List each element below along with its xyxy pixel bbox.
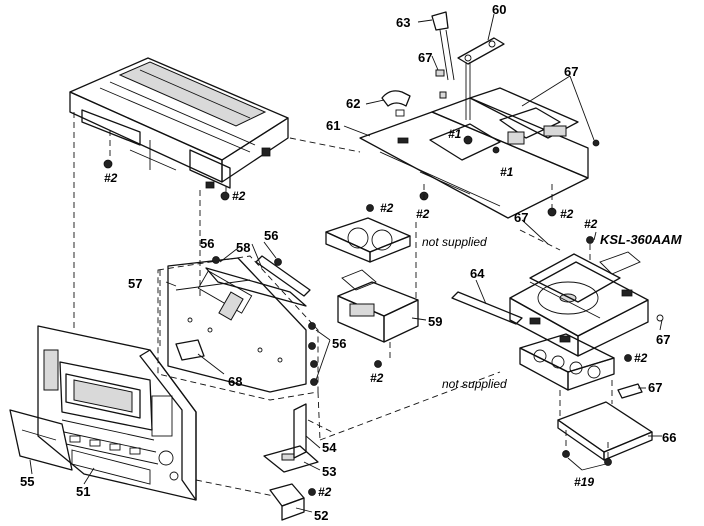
screw-label: #1: [448, 127, 462, 141]
screw: [103, 159, 113, 169]
screw-label: #2: [560, 207, 574, 221]
callout-56: 56: [264, 228, 278, 243]
screw-label: #1: [500, 165, 514, 179]
screw: [366, 204, 374, 212]
callout-55: 55: [20, 474, 34, 489]
part-67-clip: [656, 314, 664, 322]
screw-label: #2: [370, 371, 384, 385]
callout-67: 67: [648, 380, 662, 395]
callout-51: 51: [76, 484, 90, 499]
part-52-bracket: [269, 483, 305, 521]
screw: [624, 354, 632, 362]
part-58-bar: [205, 267, 307, 307]
callout-58-visible: 58: [236, 240, 250, 255]
part-60-bracket: [457, 37, 505, 120]
callout-63: 63: [396, 15, 410, 30]
cd-bracket-lower: [519, 333, 615, 391]
callout-57: 57: [128, 276, 142, 291]
callout-67: 67: [656, 332, 670, 347]
leader-lines: [29, 13, 663, 513]
screw-label: #2: [584, 217, 598, 231]
screws-56: [212, 256, 318, 386]
part-59-holder: [337, 269, 419, 343]
callout-56: 56: [200, 236, 214, 251]
callout-66: 66: [662, 430, 676, 445]
callout-59: 59: [428, 314, 442, 329]
part-67-clip: [435, 69, 445, 77]
screw: [592, 139, 600, 147]
screw-label: #2: [634, 351, 648, 365]
callout-54: 54: [322, 440, 337, 455]
part-62-clamp: [381, 90, 411, 117]
callout-60: 60: [492, 2, 506, 17]
screw-label: #2: [104, 171, 118, 185]
callout-67: 67: [418, 50, 432, 65]
screw-label: #2: [416, 207, 430, 221]
screw: [604, 458, 612, 466]
screw-label: #19: [574, 475, 594, 489]
part-64-strip: [451, 291, 523, 325]
part-68-plate: [175, 339, 205, 361]
callout-64: 64: [470, 266, 485, 281]
screw: [586, 236, 594, 244]
part-55-window: [9, 409, 73, 471]
screw: [374, 360, 382, 368]
cd-bracket-upper: [325, 217, 411, 263]
part-58-bar-right: [255, 255, 311, 297]
part-54-plate: [293, 403, 307, 459]
callout-62: 62: [346, 96, 360, 111]
part-66-plate: [557, 401, 653, 461]
cd-pcb-assembly: [359, 87, 589, 219]
callout-56: 56: [332, 336, 346, 351]
part-67-clip: [617, 383, 643, 399]
callout-68: 68: [228, 374, 242, 389]
part-53-bracket: [263, 445, 319, 473]
model-label: KSL-360AAM: [600, 232, 683, 247]
cassette-mechanism-top: [69, 57, 289, 189]
screw-label: #2: [232, 189, 246, 203]
callout-53: 53: [322, 464, 336, 479]
assembly-guide-lines: [73, 112, 613, 497]
window-shine: [21, 429, 57, 441]
screw-label: #2: [318, 485, 332, 499]
callout-61: 61: [326, 118, 340, 133]
screw: [308, 488, 316, 496]
note-not-supplied: not supplied: [442, 377, 507, 391]
part-67-clip: [439, 91, 447, 99]
part-63-flat-cable: [431, 11, 455, 81]
front-panel-51: [37, 325, 197, 501]
note-not-supplied: not supplied: [422, 235, 487, 249]
callout-52: 52: [314, 508, 328, 523]
callout-67: 67: [514, 210, 528, 225]
screw: [220, 191, 230, 201]
callout-67: 67: [564, 64, 578, 79]
screw-label: #2: [380, 201, 394, 215]
